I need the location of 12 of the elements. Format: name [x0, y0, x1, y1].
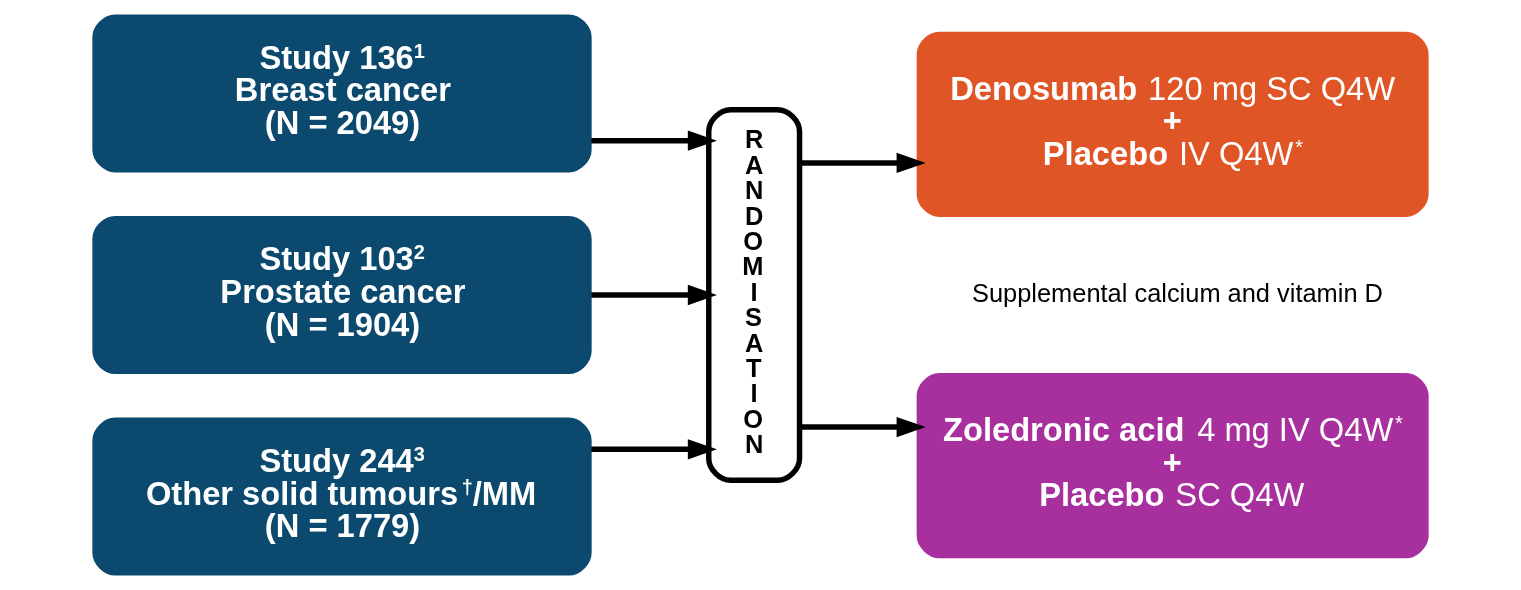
node-box: Denosumab 120 mg SC Q4W + Placebo IV Q4W$^{*}$ [916, 31, 1429, 217]
node-box: Study 136$^{1}$ Breast cancer (N = 2049) [92, 14, 592, 173]
arrow [799, 416, 926, 438]
arrow [799, 152, 926, 174]
node-box: Study 244$^{3}$ Other solid tumours$^{†}$/MM (N = 1779) [92, 417, 592, 576]
arrow [591, 284, 717, 306]
node-box: Zoledronic acid 4 mg IV Q4W$^{*}$ + Placebo SC Q4W [916, 373, 1429, 559]
arrow [591, 130, 717, 151]
label: Supplemental calcium and vitamin D [972, 278, 1383, 307]
node-box: Study 103$^{2}$ Prostate cancer (N = 1904) [92, 216, 592, 374]
arrow [591, 439, 717, 460]
node-box: RANDOMISATION [706, 107, 803, 483]
